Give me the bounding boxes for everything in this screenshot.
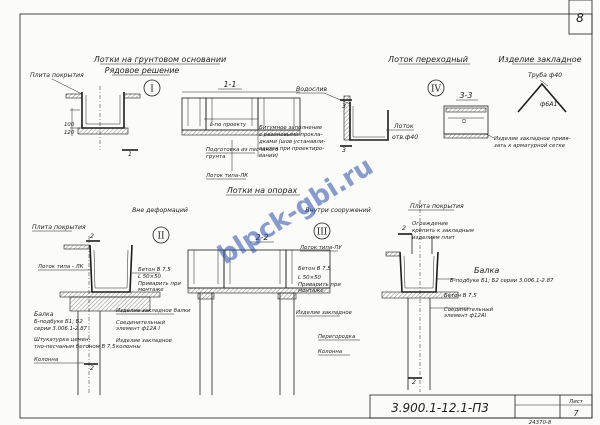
- view1-dim-100: 100: [64, 122, 75, 128]
- view2-weld-label-1: Приварить при: [138, 281, 181, 287]
- view1-slab-label: Плита покрытия: [30, 72, 84, 79]
- pass-water-label: Водослив: [296, 86, 327, 93]
- view-1-detail: Плита покрытия I 100 120: [30, 72, 161, 150]
- section-embed: Изделие закладное Труба ф40 ф6A1 Изделие…: [485, 55, 582, 149]
- view2-beam-series-2: серии 3.006.1-2.87: [34, 326, 88, 332]
- pass-rod-label: отв.ф40: [392, 134, 418, 141]
- view3-concrete-label: Бетон В 7,5: [444, 293, 477, 299]
- view3-slab-label: Плита покрытия: [410, 203, 464, 210]
- view22-tray-label: Лоток типа-ЛУ: [299, 245, 342, 251]
- view11-tray-label: Лоток типа-ЛК: [205, 173, 249, 179]
- view22-partition-label: Перегородка: [318, 334, 355, 340]
- sheet-list-label: Лист: [568, 399, 584, 405]
- view22-column-label: Колонна: [318, 349, 342, 355]
- view1-roman-circle: [143, 79, 161, 97]
- view2-angle-label: L 50×50: [138, 274, 162, 280]
- view-2-2-section: 2-2 III Лоток типа-ЛУ Бетон В 7,5 L 50×5…: [187, 222, 360, 395]
- view3-beam-label: Балка: [474, 266, 499, 275]
- view11-bitumen-5: вании): [259, 153, 278, 159]
- embed-mesh-label-1: Изделие закладное привя-: [494, 136, 571, 142]
- view11-bitumen-1: Битумное заполнение: [259, 125, 323, 131]
- view3-mark-2-top: 2: [402, 225, 406, 232]
- archive-number: 24370-8: [529, 420, 552, 425]
- view11-bitumen-4: вается при проектиро-: [259, 146, 324, 152]
- view2-grout-2: тно-песчаным бетоном В 7,5: [34, 344, 116, 350]
- embed-title: Изделие закладное: [498, 55, 581, 64]
- view-2-detail: Плита покрытия 2 II Лоток типа - ЛК Бето…: [32, 224, 191, 395]
- view2-grout-1: Штукатурка цемен-: [34, 337, 91, 343]
- view2-mark-2-bottom: 2: [90, 365, 94, 372]
- view2-embed-beam-label: Изделие закладное балки: [116, 308, 191, 314]
- view22-cut-label: 2-2: [255, 233, 268, 242]
- view2-roman: II: [157, 232, 165, 242]
- view2-slab-label: Плита покрытия: [32, 224, 86, 231]
- pass-roman: IV: [431, 85, 442, 95]
- view2-connector-2: элемент ф12А I: [116, 326, 160, 332]
- view2-embed-col-1: Изделие закладное: [116, 338, 173, 344]
- view2-weld-label-2: монтаже: [138, 287, 164, 293]
- view2-connector-1: Соединительный: [116, 320, 165, 326]
- view3-mark-2-bottom: 2: [412, 379, 416, 386]
- view3-connector-2: элемент ф12АI: [444, 313, 487, 319]
- view-3-detail: Плита покрытия Ограждение крепить к закл…: [381, 200, 554, 392]
- view1-dim-120: 120: [64, 130, 75, 136]
- view3-fence-3: изделиям плит: [412, 235, 456, 241]
- embed-d-label: ф6A1: [540, 101, 557, 108]
- view2-concrete-label: Бетон В 7,5: [138, 267, 171, 273]
- view11-base-label-1: Подготовка из песчаного: [206, 147, 279, 153]
- title-block: 3.900.1-12.1-П3 Лист 7 24370-8: [369, 394, 593, 425]
- drawing-stamp: 3.900.1-12.1-П3: [391, 401, 489, 415]
- view22-embed-label: Изделие закладное: [296, 310, 353, 316]
- view2-tray-label: Лоток типа - ЛК: [37, 264, 85, 270]
- view3-fence-1: Ограждение: [412, 221, 449, 227]
- page-number-box: [568, 0, 593, 35]
- view-1-1-section: 1-1 L-по проекту Битумное заполнение с р…: [122, 80, 325, 180]
- view2-column-label: Колонна: [34, 357, 58, 363]
- supports-title: Лотки на опорах: [226, 186, 298, 195]
- page-number: 8: [576, 11, 584, 25]
- view11-bitumen-3: дками (шов устанавли-: [258, 139, 325, 145]
- view2-mark-2-top: 2: [90, 233, 94, 240]
- view22-weld-2: монтаже: [298, 288, 324, 294]
- pass-tray-label: Лоток: [393, 123, 414, 130]
- view11-length-label: L-по проекту: [210, 122, 247, 128]
- section-ground-title: Лотки на грунтовом основании: [93, 55, 226, 64]
- view11-base-label-2: грунта: [206, 154, 225, 160]
- view22-weld-1: Приварить при: [298, 282, 341, 288]
- view11-mark-1: 1: [128, 151, 132, 158]
- view3-beam-series: Б-подбуке Б1; Б2 серии 3.006.1-2.87: [450, 278, 554, 284]
- view11-bitumen-2: с резиновыми прокла-: [259, 132, 323, 138]
- section-pass-title: Лоток переходный: [387, 55, 468, 64]
- view2-embed-col-2: колонны: [116, 344, 141, 350]
- sheet-list-number: 7: [573, 409, 579, 418]
- view3-fence-2: крепить к закладным: [412, 228, 474, 234]
- pass-cut-label: 3-3: [459, 91, 472, 100]
- sheet-frame: [19, 13, 593, 419]
- embed-mesh-label-2: зать к арматурной сетке: [494, 143, 566, 149]
- pass-mark-3-bottom: 3: [342, 147, 346, 154]
- supports-sub-joint: Внутри сооружений: [305, 207, 371, 214]
- section-pass: Лоток переходный IV 3-3 Водослив 3 Лоток…: [296, 55, 489, 154]
- view22-concrete-label: Бетон В 7,5: [298, 266, 331, 272]
- view2-beam-label: Балка: [34, 311, 54, 318]
- view2-beam-series-1: Б-подбуке Б1; Б2: [34, 319, 83, 325]
- view22-roman: III: [317, 228, 328, 238]
- view1-roman: I: [150, 85, 154, 95]
- section-ground-subtitle: Рядовое решение: [105, 66, 180, 75]
- view22-angle-label: L 50×50: [298, 275, 322, 281]
- embed-pipe-label: Труба ф40: [528, 71, 562, 79]
- view3-connector-1: Соединительный: [444, 307, 493, 313]
- view11-cut-label: 1-1: [223, 80, 236, 89]
- supports-sub-outside: Вне деформаций: [132, 207, 188, 214]
